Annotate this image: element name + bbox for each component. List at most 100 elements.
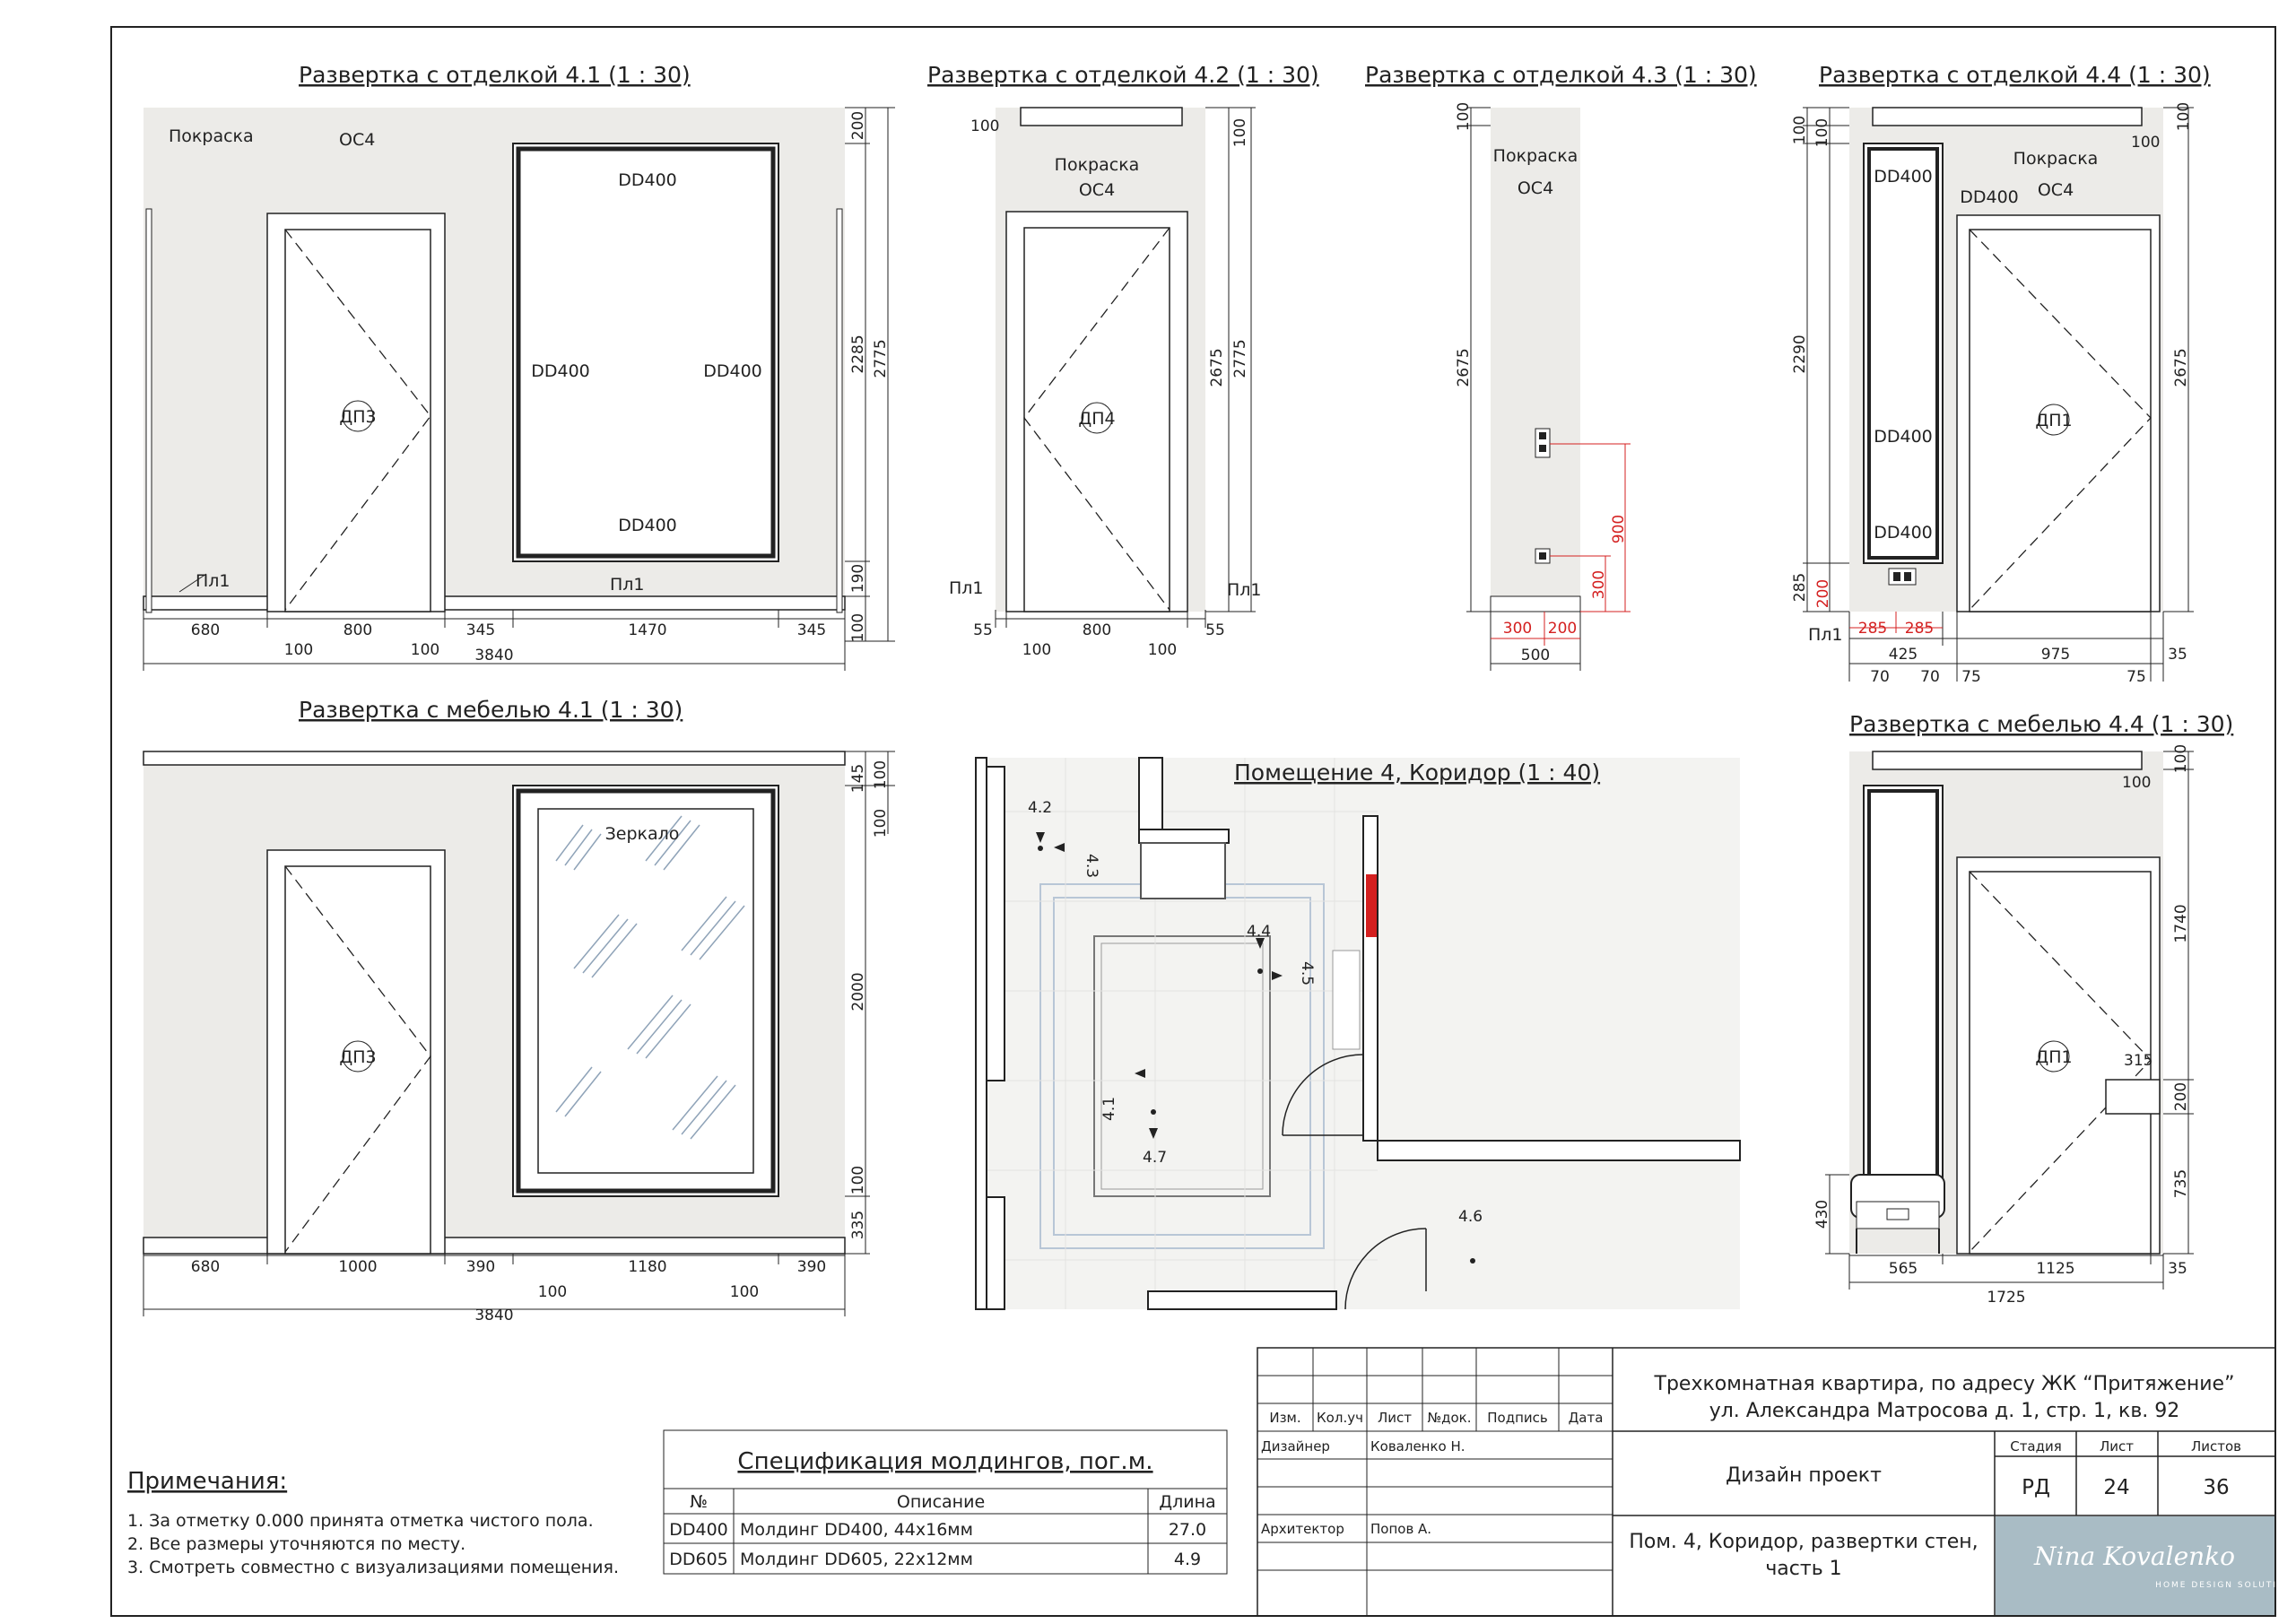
title-elevation-4-4: Развертка с отделкой 4.4 (1 : 30) (1819, 62, 2211, 88)
molding-label: DD400 (618, 516, 677, 535)
title-plan: Помещение 4, Коридор (1 : 40) (1234, 760, 1600, 786)
finish-label: Покраска (2013, 149, 2099, 169)
dim-text: 425 (1889, 646, 1918, 664)
title-furniture-4-1: Развертка с мебелью 4.1 (1 : 30) (299, 697, 683, 723)
finish-code: ОС4 (339, 130, 375, 150)
spec-cell: Молдинг DD400, 44х16мм (740, 1520, 973, 1540)
sheet-title-line-2: часть 1 (1765, 1558, 1841, 1580)
designer-name: Коваленко Н. (1370, 1438, 1465, 1455)
dim-text: 100 (284, 641, 313, 659)
dim-text: 285 (1858, 620, 1887, 638)
dim-text: 100 (1022, 641, 1051, 659)
dim-text: 2285 (849, 334, 867, 373)
title-furniture-4-4: Развертка с мебелью 4.4 (1 : 30) (1849, 711, 2233, 737)
dim-text: 3840 (474, 1307, 513, 1324)
dim-text: 100 (1791, 116, 1809, 144)
dim-text: 100 (872, 760, 890, 789)
furniture-elevation-4-4: Развертка с мебелью 4.4 (1 : 30) ДП1 (1813, 711, 2233, 1307)
door-tag: ДП3 (339, 407, 376, 427)
dim-text: 800 (1083, 621, 1111, 639)
dim-text: 2775 (872, 339, 890, 378)
dim-text: 285 (1791, 573, 1809, 602)
molding-label: DD400 (1874, 427, 1933, 447)
molding-label: DD400 (1874, 523, 1933, 543)
dim-text: 975 (2041, 646, 2070, 664)
stamp-col: Дата (1569, 1410, 1604, 1426)
finish-code: ОС4 (1079, 180, 1115, 200)
dim-text: 100 (2175, 102, 2193, 131)
dim-text: 430 (1813, 1200, 1831, 1229)
sheet-title-line-1: Пом. 4, Коридор, развертки стен, (1629, 1531, 1978, 1553)
notes: Примечания: 1. За отметку 0.000 принята … (127, 1468, 619, 1577)
spec-cell: 27.0 (1169, 1520, 1206, 1540)
door-tag: ДП4 (1078, 409, 1115, 429)
finish-label: Покраска (1493, 146, 1578, 166)
dim-text: 500 (1521, 647, 1550, 664)
baseboard-label: Пл1 (1227, 580, 1262, 600)
dim-text: 200 (1548, 620, 1577, 638)
dim-text: 100 (1813, 118, 1831, 147)
molding-label: DD400 (618, 170, 677, 190)
dim-text: 2775 (1231, 339, 1249, 378)
plan-marker: 4.4 (1247, 923, 1271, 941)
dim-text: 200 (1814, 579, 1832, 608)
molding-label: DD400 (1874, 167, 1933, 187)
notes-heading: Примечания: (127, 1468, 287, 1495)
sheets-value: 36 (2203, 1476, 2229, 1499)
dim-text: 55 (973, 621, 993, 639)
baseboard-label: Пл1 (196, 571, 230, 591)
dim-text: 3840 (474, 647, 513, 664)
dim-text: 2675 (1455, 348, 1473, 386)
dim-text: 300 (1503, 620, 1532, 638)
dim-text: 100 (2131, 134, 2160, 152)
stamp-col: Изм. (1269, 1410, 1300, 1426)
dim-text: 1000 (338, 1258, 377, 1276)
dim-text: 200 (849, 111, 867, 140)
dim-text: 1470 (628, 621, 666, 639)
plan-marker: 4.1 (1100, 1097, 1118, 1121)
sheet-header: Лист (2100, 1438, 2134, 1455)
note-item: 1. За отметку 0.000 принята отметка чист… (127, 1511, 594, 1531)
spec-header: Длина (1159, 1492, 1215, 1512)
dim-text: 35 (2168, 1260, 2187, 1278)
dim-text: 300 (1590, 570, 1608, 599)
title-elevation-4-2: Развертка с отделкой 4.2 (1 : 30) (927, 62, 1319, 88)
furniture-elevation-4-1: Развертка с мебелью 4.1 (1 : 30) ДП3 Зер… (143, 697, 895, 1324)
dim-text: 315 (2124, 1052, 2152, 1070)
molding-spec-table: Спецификация молдингов, пог.м. № Описани… (663, 1429, 1228, 1575)
elevation-4-4: Развертка с отделкой 4.4 (1 : 30) ДП1 DD… (1791, 62, 2211, 686)
dim-text: 1180 (628, 1258, 666, 1276)
dim-text: 145 (849, 764, 867, 793)
dim-text: 800 (344, 621, 372, 639)
door-tag: ДП1 (2035, 411, 2072, 430)
dim-text: 1725 (1987, 1289, 2025, 1307)
corridor-plan: Помещение 4, Коридор (1 : 40) 4.2 4.3 4.… (975, 757, 1741, 1310)
dim-text: 100 (2172, 744, 2190, 773)
molding-label: DD400 (703, 361, 762, 381)
stamp-col: Подпись (1487, 1410, 1547, 1426)
spec-header: Описание (897, 1492, 985, 1512)
note-item: 2. Все размеры уточняются по месту. (127, 1534, 465, 1554)
dim-text: 2000 (849, 972, 867, 1011)
stamp-col: Лист (1378, 1410, 1412, 1426)
dim-text: 565 (1889, 1260, 1918, 1278)
finish-code: ОС4 (1518, 178, 1553, 198)
door-tag: ДП3 (339, 1047, 376, 1067)
dim-text: 390 (797, 1258, 826, 1276)
note-item: 3. Смотреть совместно с визуализациями п… (127, 1558, 619, 1577)
elevation-4-2: Развертка с отделкой 4.2 (1 : 30) ДП4 По… (927, 62, 1319, 659)
dim-text: 345 (797, 621, 826, 639)
logo-block (1996, 1516, 2274, 1615)
project-line-1: Трехкомнатная квартира, по адресу ЖК “Пр… (1654, 1373, 2235, 1395)
dim-text: 900 (1610, 515, 1628, 543)
logo-sub: HOME DESIGN SOLUTION (2155, 1581, 2293, 1590)
title-block: Изм. Кол.уч Лист №док. Подпись Дата Диза… (1257, 1347, 2293, 1617)
dim-text: 75 (2126, 668, 2146, 686)
dim-text: 1125 (2036, 1260, 2074, 1278)
stage-value: РД (2022, 1476, 2050, 1499)
dim-text: 100 (872, 809, 890, 838)
stamp-col: Кол.уч (1317, 1410, 1363, 1426)
architect-role: Архитектор (1261, 1521, 1344, 1537)
dim-text: 35 (2168, 646, 2187, 664)
